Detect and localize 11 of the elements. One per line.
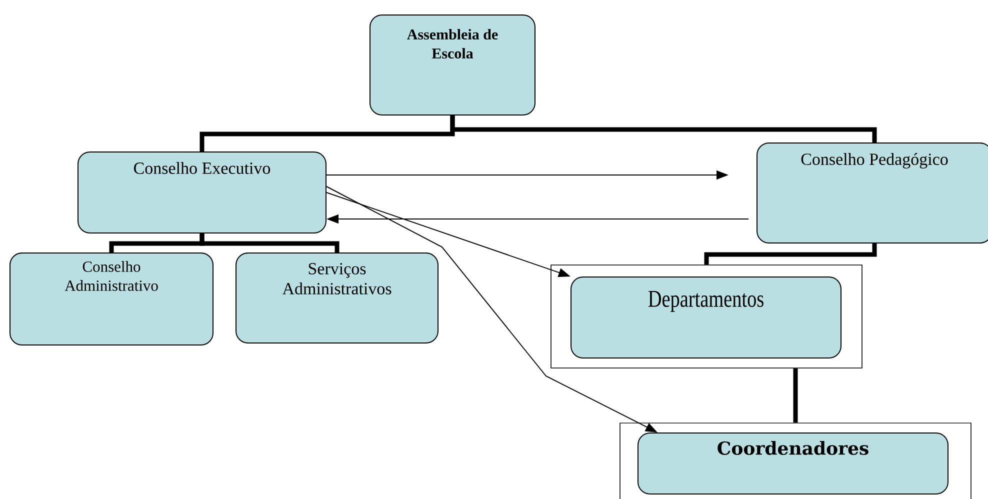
box: Departamentos <box>570 276 842 358</box>
box: Coordenadores <box>638 432 948 494</box>
box: Serviços Administrativos <box>236 252 438 344</box>
connector-line <box>200 234 340 252</box>
box: Conselho Executivo <box>78 152 326 234</box>
box: Conselho Administrativo <box>10 252 214 346</box>
connector-line <box>704 244 877 265</box>
box: Assembleia de Escola <box>370 14 536 116</box>
connector-line <box>450 116 877 142</box>
connector-line <box>793 368 798 423</box>
box: Conselho Pedagógico <box>756 142 988 244</box>
